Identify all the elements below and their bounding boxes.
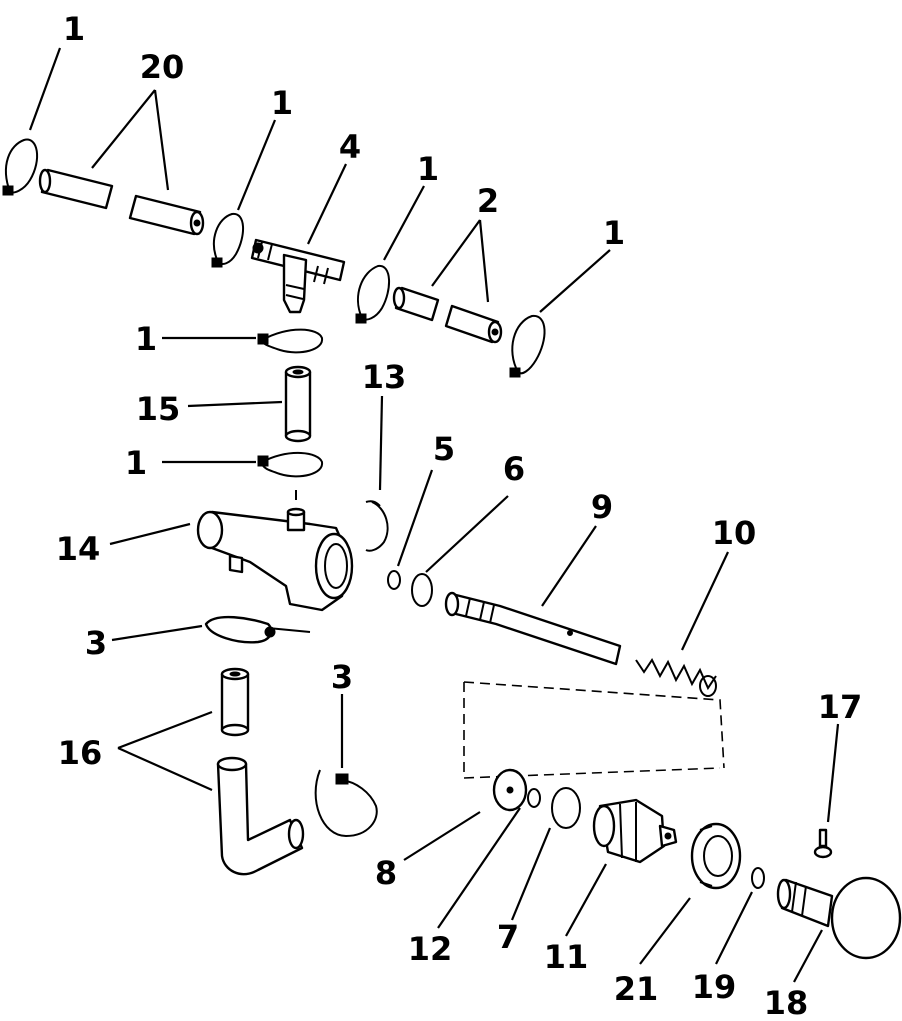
clamp-1-upper-mid [257, 328, 324, 354]
o-ring-12 [527, 788, 541, 808]
hose-16-straight [220, 667, 250, 737]
callout-4: 4 [339, 128, 361, 166]
clamp-1-top-middle [355, 264, 390, 324]
callout-10: 10 [712, 514, 757, 552]
o-ring-7 [551, 787, 581, 829]
o-ring-6 [411, 573, 433, 607]
callout-12: 12 [408, 930, 453, 968]
hose-2-right [444, 304, 503, 344]
callout-1-top-right: 1 [603, 214, 625, 252]
callout-21: 21 [614, 970, 659, 1008]
callout-2: 2 [477, 182, 499, 220]
callout-18: 18 [764, 984, 809, 1021]
clamp-1-top-left [2, 138, 39, 196]
hose-20-right [128, 194, 205, 236]
dashed-assembly-bracket [463, 681, 725, 779]
clamp-1-lower-mid [257, 451, 324, 478]
valve-body-14 [196, 490, 354, 612]
callout-3-right: 3 [331, 658, 353, 696]
callout-19: 19 [692, 968, 737, 1006]
clamp-1-top-second [211, 212, 244, 268]
callout-labels: 1 20 1 4 1 2 1 1 15 13 1 5 6 9 10 14 3 3… [56, 10, 863, 1021]
callout-1-upper-mid: 1 [135, 320, 157, 358]
callout-15: 15 [136, 390, 181, 428]
callout-7: 7 [497, 918, 519, 956]
callout-11: 11 [544, 938, 589, 976]
clamp-3-left [204, 615, 311, 644]
callout-1-second: 1 [271, 84, 293, 122]
callout-3-left: 3 [85, 624, 107, 662]
callout-1-top-left: 1 [63, 10, 85, 48]
retaining-ring-13 [365, 500, 389, 552]
valve-fitting-11 [592, 798, 678, 864]
screw-17 [813, 828, 833, 859]
knob-18 [776, 876, 902, 960]
callout-17: 17 [818, 688, 863, 726]
callout-13: 13 [362, 358, 407, 396]
callout-16: 16 [58, 734, 103, 772]
clamp-3-right [314, 769, 378, 838]
callout-6: 6 [503, 450, 525, 488]
hose-2-left [392, 286, 440, 322]
o-ring-5 [387, 570, 401, 590]
washer-8 [492, 768, 528, 812]
callout-5: 5 [433, 430, 455, 468]
hose-16-elbow [216, 756, 305, 876]
spring-10 [635, 658, 717, 697]
callout-1-third: 1 [417, 150, 439, 188]
tee-fitting-4 [250, 238, 346, 314]
callout-14: 14 [56, 530, 101, 568]
callout-1-lower-mid: 1 [125, 444, 147, 482]
callout-9: 9 [591, 488, 613, 526]
callout-8: 8 [375, 854, 397, 892]
hose-15 [284, 365, 312, 443]
clamp-1-top-right [509, 314, 546, 378]
o-ring-19 [751, 867, 765, 889]
shaft-9 [444, 591, 622, 666]
leader-lines [28, 47, 840, 983]
hose-20-left [38, 168, 114, 210]
nut-21 [690, 822, 742, 890]
callout-20: 20 [140, 48, 185, 86]
